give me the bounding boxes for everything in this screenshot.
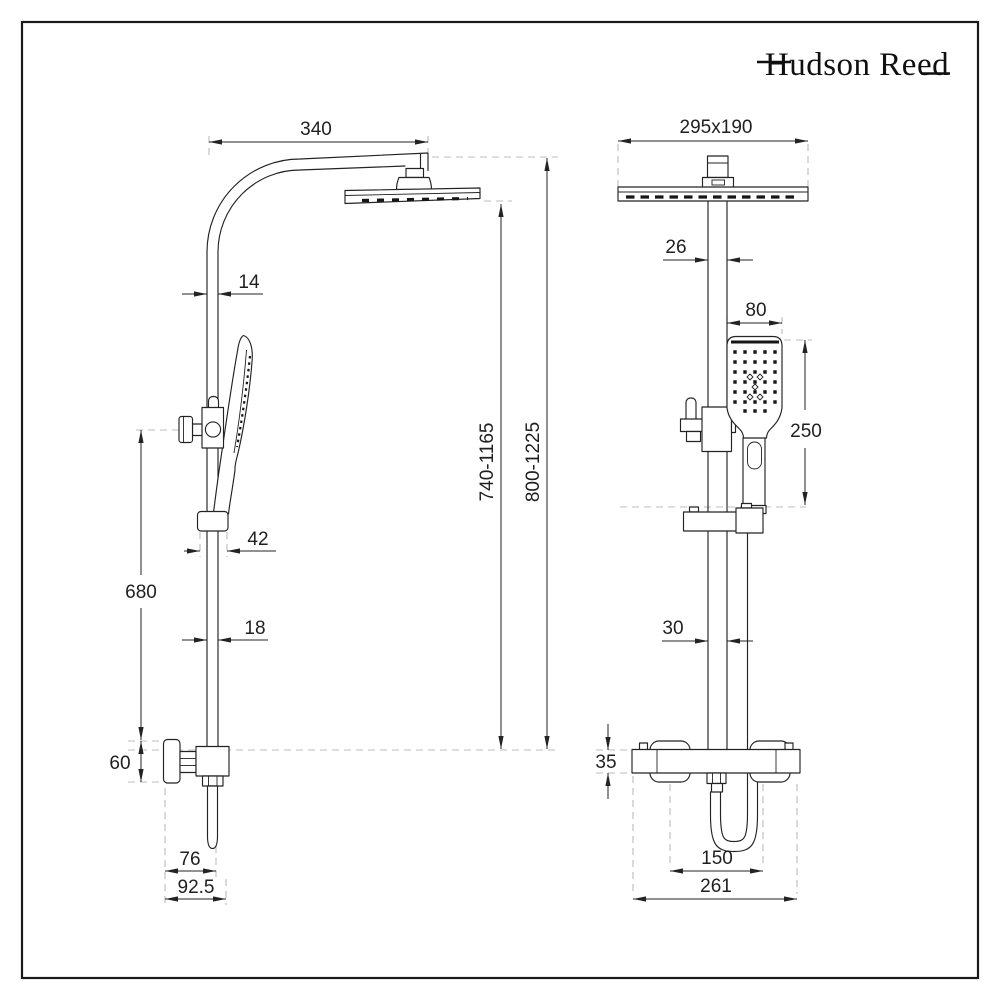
dim-hose-loop-span: 150 — [701, 848, 733, 869]
brand-logo: Hudson Reed — [757, 47, 950, 83]
slider-pivot — [204, 421, 222, 438]
page-border — [20, 20, 980, 980]
dim-flange-height: 60 — [109, 753, 130, 774]
dim-handset-length: 250 — [790, 421, 822, 442]
dim-upper-pipe-side: 26 — [665, 237, 686, 258]
logo-text: Hudson Reed — [765, 47, 949, 83]
overhead-shower-front — [344, 167, 481, 205]
clamp-body — [701, 406, 733, 453]
dim-upper-pipe-front: 14 — [238, 272, 260, 293]
dim-arm-reach: 340 — [300, 119, 332, 140]
handset-spray-ticks — [235, 355, 252, 448]
overhead-shower-side — [617, 155, 809, 202]
dim-lower-pipe-side: 30 — [662, 618, 683, 639]
dim-lower-pipe-front: 18 — [244, 618, 265, 639]
riser-and-arm — [206, 152, 429, 748]
handle-slot — [747, 441, 762, 470]
dim-slider-width: 42 — [247, 529, 268, 550]
dim-outlet-depth-overall: 92.5 — [178, 877, 215, 898]
dim-head-plate-size: 295x190 — [680, 117, 753, 138]
handset-face — [726, 335, 783, 439]
rail-collar-front — [196, 510, 229, 532]
knob-stem — [191, 423, 203, 437]
riser-side — [707, 200, 749, 751]
dim-rail-length: 680 — [125, 582, 157, 603]
knob-cap — [178, 415, 194, 444]
wall-flange — [162, 738, 181, 784]
valve-side — [631, 740, 801, 793]
outlet-spout — [206, 785, 219, 850]
dimensions: 340 14 42 18 680 60 76 — [109, 117, 822, 902]
handset-front — [212, 334, 253, 515]
head-nozzle-ticks — [361, 196, 469, 203]
wall-outlet-front — [162, 738, 230, 850]
side-view — [617, 155, 809, 853]
dim-handset-width: 80 — [745, 300, 766, 321]
dim-head-height-range: 740-1165 — [477, 423, 498, 502]
handset-side — [726, 335, 783, 515]
dim-outlet-depth: 76 — [179, 849, 200, 870]
outlet-body — [195, 745, 230, 777]
rail-bracket-side — [682, 502, 764, 534]
head-plate — [617, 186, 809, 202]
dim-arm-height-range: 800-1225 — [523, 422, 544, 502]
dim-valve-overall-width: 261 — [700, 876, 732, 897]
handset-nozzles — [733, 350, 777, 413]
hose-loop — [709, 772, 759, 853]
dim-valve-body-height: 35 — [595, 752, 616, 773]
slider-bracket-front — [178, 395, 225, 449]
front-view — [162, 152, 481, 850]
hose-guide — [735, 507, 764, 534]
